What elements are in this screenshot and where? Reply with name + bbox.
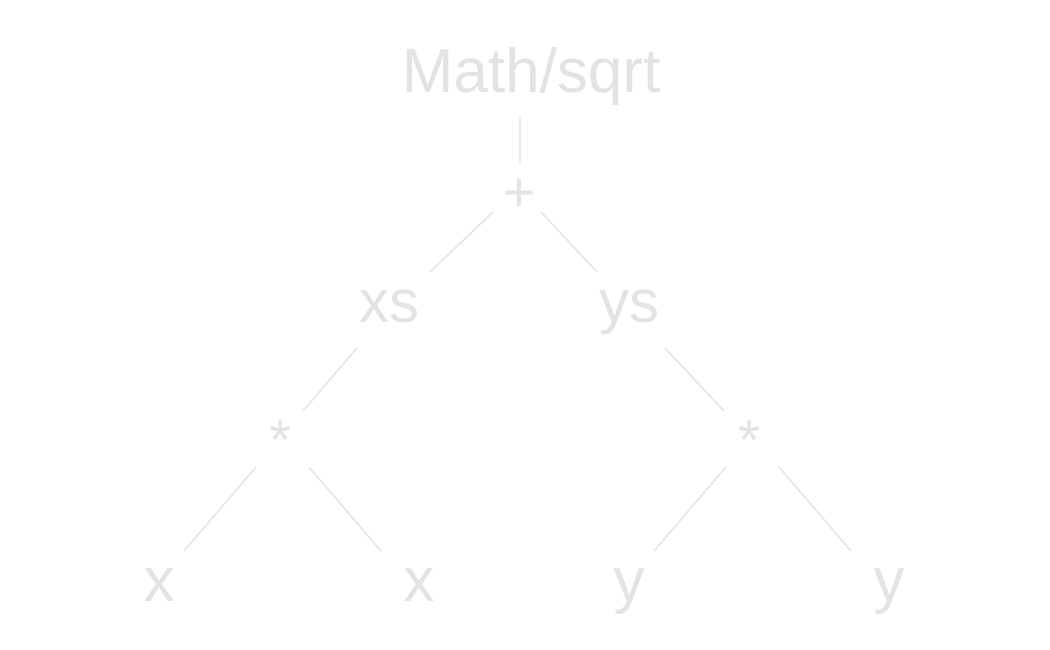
node-ys: ys bbox=[599, 268, 659, 335]
node-mul-left: * bbox=[269, 408, 291, 471]
node-xs: xs bbox=[359, 268, 419, 335]
edge-plus-xs bbox=[429, 211, 494, 273]
node-leaf-y-2: y bbox=[873, 546, 905, 615]
edge-xs-mul-left bbox=[302, 347, 358, 412]
edge-mul-right-leaf3 bbox=[653, 466, 727, 552]
node-leaf-y-1: y bbox=[613, 546, 645, 615]
node-leaf-x-2: x bbox=[403, 546, 435, 615]
node-mul-right: * bbox=[738, 408, 760, 471]
node-plus: + bbox=[502, 160, 536, 223]
node-root: Math/sqrt bbox=[401, 37, 661, 106]
node-leaf-x-1: x bbox=[143, 546, 175, 615]
edge-plus-ys bbox=[540, 211, 598, 273]
edge-mul-left-leaf2 bbox=[308, 466, 382, 552]
edge-mul-left-leaf1 bbox=[183, 466, 257, 552]
edge-mul-right-leaf4 bbox=[778, 466, 852, 552]
edge-ys-mul-right bbox=[664, 347, 725, 412]
